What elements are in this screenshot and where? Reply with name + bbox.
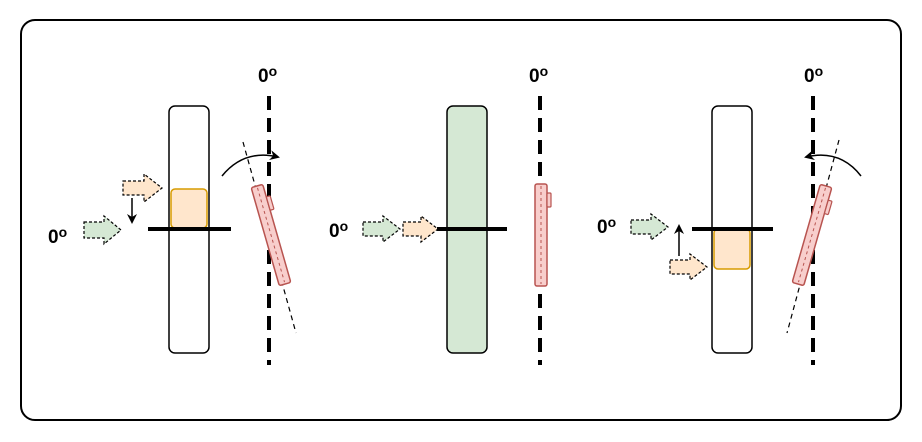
panel-1: 0o 0o xyxy=(48,63,297,365)
polarizer xyxy=(791,184,833,286)
orange-patch xyxy=(170,188,208,229)
reference-angle-label: 0o xyxy=(258,63,277,87)
degree-symbol: o xyxy=(59,224,68,240)
incident-beam-arrow xyxy=(630,212,669,242)
incident-beam-arrow xyxy=(83,214,122,246)
orange-patch xyxy=(713,228,751,270)
input-angle-label: 0o xyxy=(329,218,348,242)
shifted-beam-arrow xyxy=(669,252,708,282)
degree-symbol: o xyxy=(340,218,349,234)
degree-symbol: o xyxy=(269,63,278,79)
panel-3: 0o 0o xyxy=(597,63,862,365)
degree-symbol: o xyxy=(815,63,824,79)
shifted-beam-arrow xyxy=(402,214,439,244)
degree-symbol: o xyxy=(540,63,549,79)
panel-2: 0o 0o xyxy=(329,63,552,365)
shifted-beam-arrow xyxy=(122,172,163,204)
degree-symbol: o xyxy=(608,214,617,230)
polarizer xyxy=(534,183,552,287)
rotation-clockwise-arrow xyxy=(221,150,280,177)
incident-beam-arrow xyxy=(362,214,401,244)
reference-angle-label: 0o xyxy=(529,63,548,87)
polarizer xyxy=(250,184,292,286)
input-angle-label: 0o xyxy=(48,224,67,248)
reference-angle-label: 0o xyxy=(804,63,823,87)
input-angle-label: 0o xyxy=(597,214,616,238)
rotation-counterclockwise-arrow xyxy=(804,150,862,177)
